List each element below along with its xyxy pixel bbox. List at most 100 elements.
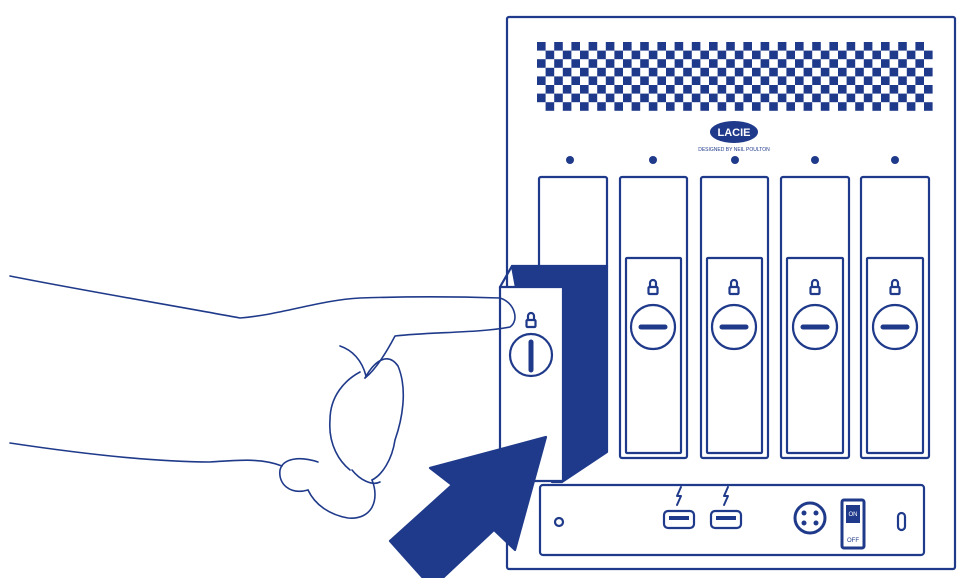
vent-hole	[889, 67, 899, 77]
vent-hole	[855, 102, 864, 111]
vent-hole	[597, 102, 606, 111]
vent-hole	[726, 42, 735, 51]
vent-hole	[545, 67, 555, 77]
reset-pinhole	[553, 516, 565, 528]
vent-hole	[855, 85, 864, 94]
kensington-slot	[896, 511, 907, 532]
vent-hole	[580, 102, 589, 111]
vent-hole	[915, 76, 924, 85]
vent-hole	[786, 67, 795, 77]
vent-hole	[855, 67, 864, 77]
thunderbolt-port-2	[709, 486, 743, 530]
thunderbolt-icon	[676, 486, 682, 506]
vent-hole	[924, 67, 933, 77]
vent-hole	[924, 102, 933, 111]
vent-hole	[786, 85, 795, 94]
vent-hole	[666, 102, 675, 111]
vent-hole	[863, 42, 873, 51]
vent-hole	[898, 76, 907, 85]
vent-hole	[562, 85, 572, 94]
bay-led-2	[649, 156, 657, 164]
vent-hole	[674, 42, 684, 51]
vent-hole	[554, 76, 563, 85]
vent-hole	[691, 59, 701, 68]
vent-hole	[605, 93, 615, 103]
vent-hole	[924, 85, 933, 94]
vent-hole	[717, 85, 727, 94]
vent-hole	[777, 42, 787, 51]
vent-hole	[537, 59, 546, 68]
vent-hole	[795, 42, 804, 51]
power-connector	[793, 501, 827, 535]
vent-hole	[734, 102, 744, 111]
vent-hole	[648, 67, 658, 77]
vent-hole	[846, 42, 856, 51]
vent-hole	[657, 93, 666, 103]
vent-hole	[605, 59, 615, 68]
vent-hole	[734, 85, 744, 94]
vent-hole	[846, 76, 856, 85]
vent-hole	[846, 93, 856, 103]
vent-hole	[631, 102, 641, 111]
vent-hole	[691, 76, 701, 85]
vent-hole	[803, 85, 813, 94]
vent-hole	[700, 50, 709, 60]
vent-hole	[889, 85, 899, 94]
vent-hole	[803, 102, 813, 111]
vent-hole	[545, 85, 555, 94]
vent-hole	[872, 67, 881, 77]
vent-hole	[657, 76, 666, 85]
vent-hole	[717, 67, 727, 77]
vent-hole	[726, 59, 735, 68]
vent-hole	[648, 85, 658, 94]
vent-hole	[838, 85, 847, 94]
vent-hole	[709, 93, 718, 103]
vent-hole	[743, 93, 752, 103]
vent-hole	[683, 67, 692, 77]
vent-hole	[597, 67, 606, 77]
vent-hole	[906, 85, 916, 94]
drive-bay-1-empty	[537, 175, 609, 271]
vent-hole	[554, 42, 563, 51]
vent-hole	[760, 59, 770, 68]
vent-hole	[614, 50, 623, 60]
vent-hole	[769, 50, 778, 60]
vent-hole	[700, 102, 709, 111]
vent-hole	[906, 67, 916, 77]
vent-hole	[631, 67, 641, 77]
vent-hole	[683, 50, 692, 60]
vent-hole	[872, 102, 881, 111]
vent-hole	[924, 50, 933, 60]
vent-hole	[683, 102, 692, 111]
vent-hole	[743, 42, 752, 51]
vent-hole	[674, 93, 684, 103]
vent-hole	[915, 42, 924, 51]
vent-hole	[786, 102, 795, 111]
insert-arrow-icon	[388, 435, 548, 583]
vent-hole	[554, 93, 563, 103]
vent-hole	[803, 50, 813, 60]
vent-hole	[691, 93, 701, 103]
vent-hole	[820, 67, 830, 77]
vent-hole	[838, 50, 847, 60]
vent-hole	[709, 59, 718, 68]
vent-hole	[863, 59, 873, 68]
vent-hole	[752, 85, 761, 94]
vent-hole	[580, 67, 589, 77]
vent-hole	[838, 67, 847, 77]
vent-hole	[571, 59, 580, 68]
lock-icon	[647, 278, 659, 296]
vent-hole	[683, 85, 692, 94]
vent-hole	[769, 85, 778, 94]
vent-hole	[537, 93, 546, 103]
vent-hole	[889, 102, 899, 111]
vent-hole	[795, 59, 804, 68]
vent-hole	[597, 85, 606, 94]
vent-hole	[786, 50, 795, 60]
vent-hole	[614, 85, 623, 94]
vent-hole	[838, 102, 847, 111]
vent-hole	[657, 59, 666, 68]
vent-hole	[623, 59, 632, 68]
vent-hole	[734, 50, 744, 60]
